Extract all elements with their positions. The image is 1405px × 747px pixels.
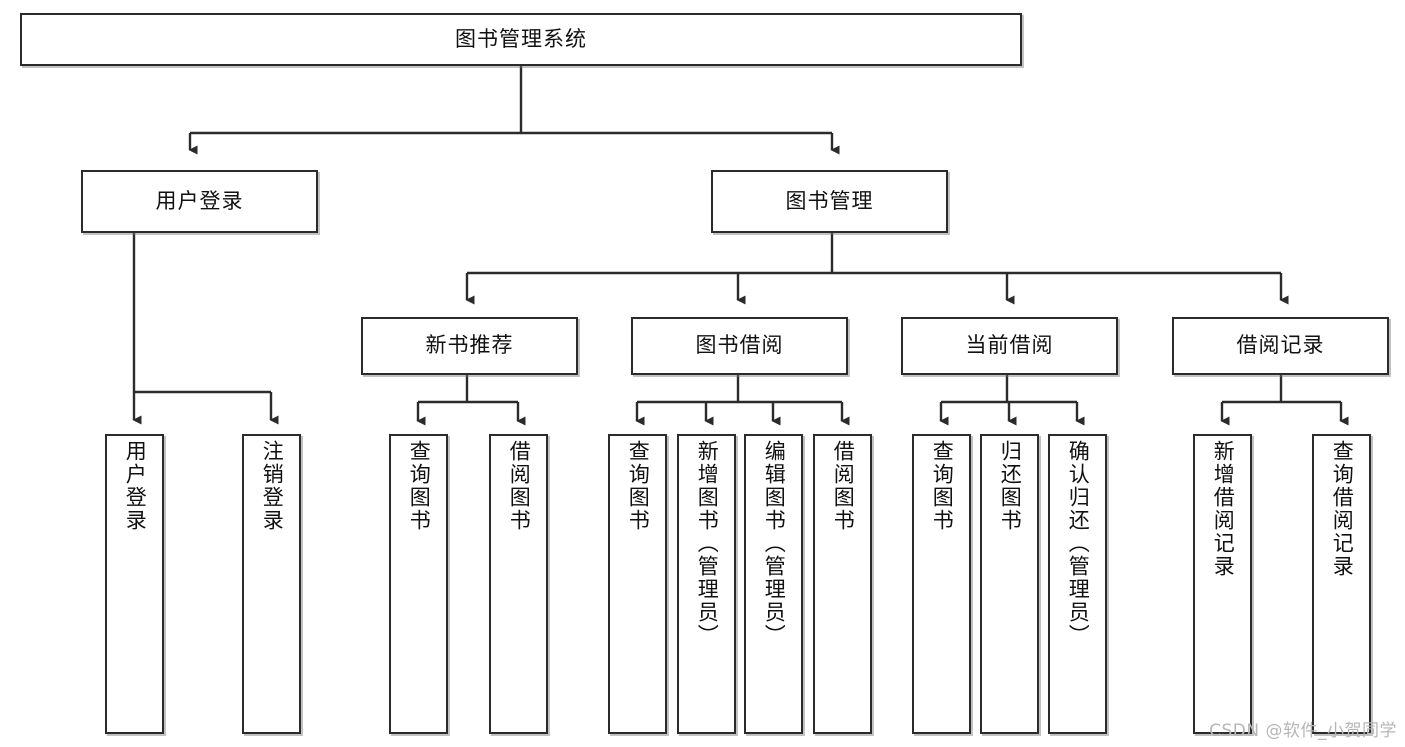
node-new-book-recommend-label: 新书推荐 — [425, 333, 514, 358]
node-borrow-record-label: 借阅记录 — [1236, 333, 1325, 358]
node-leaf-borrowrecord-add-record[interactable]: 新增借阅记录 — [1193, 434, 1252, 734]
node-leaf-currentborrow-return-book[interactable]: 归还图书 — [980, 434, 1039, 734]
node-leaf-bookborrow-add-book[interactable]: 新增图书（管理员） — [677, 434, 736, 734]
node-leaf-bookborrow-edit-book[interactable]: 编辑图书（管理员） — [744, 434, 803, 734]
node-leaf-borrowrecord-query-record-label: 查询借阅记录 — [1330, 440, 1355, 578]
node-leaf-bookborrow-add-book-label: 新增图书（管理员） — [695, 440, 720, 647]
node-leaf-newbook-borrow-book[interactable]: 借阅图书 — [489, 434, 548, 734]
node-leaf-currentborrow-query-book[interactable]: 查询图书 — [912, 434, 971, 734]
node-leaf-bookborrow-query-book-label: 查询图书 — [626, 440, 651, 532]
node-leaf-user-login-label: 用户登录 — [123, 440, 148, 532]
node-book-borrow[interactable]: 图书借阅 — [631, 317, 848, 375]
node-root[interactable]: 图书管理系统 — [20, 13, 1022, 66]
node-borrow-record[interactable]: 借阅记录 — [1172, 317, 1389, 375]
node-leaf-borrowrecord-add-record-label: 新增借阅记录 — [1211, 440, 1236, 578]
node-current-borrow[interactable]: 当前借阅 — [901, 317, 1118, 375]
node-leaf-bookborrow-edit-book-label: 编辑图书（管理员） — [762, 440, 787, 647]
node-leaf-bookborrow-query-book[interactable]: 查询图书 — [608, 434, 667, 734]
node-leaf-currentborrow-query-book-label: 查询图书 — [930, 440, 955, 532]
node-new-book-recommend[interactable]: 新书推荐 — [361, 317, 578, 375]
csdn-watermark: CSDN @软件_小贺同学 — [1209, 721, 1397, 741]
node-leaf-user-login[interactable]: 用户登录 — [105, 434, 164, 734]
node-leaf-newbook-query-book-label: 查询图书 — [407, 440, 432, 532]
node-book-manage[interactable]: 图书管理 — [711, 170, 948, 233]
node-user-login-label: 用户登录 — [155, 188, 244, 213]
node-leaf-bookborrow-borrow-book[interactable]: 借阅图书 — [813, 434, 872, 734]
node-leaf-currentborrow-return-book-label: 归还图书 — [998, 440, 1023, 532]
node-leaf-newbook-query-book[interactable]: 查询图书 — [389, 434, 448, 734]
node-leaf-bookborrow-borrow-book-label: 借阅图书 — [831, 440, 856, 532]
node-leaf-currentborrow-confirm-return-label: 确认归还（管理员） — [1066, 440, 1091, 647]
node-leaf-logout-label: 注销登录 — [260, 440, 285, 532]
node-book-manage-label: 图书管理 — [785, 188, 874, 213]
node-leaf-borrowrecord-query-record[interactable]: 查询借阅记录 — [1312, 434, 1371, 734]
node-current-borrow-label: 当前借阅 — [965, 333, 1054, 358]
node-book-borrow-label: 图书借阅 — [695, 333, 784, 358]
node-root-label: 图书管理系统 — [455, 26, 587, 51]
node-leaf-logout[interactable]: 注销登录 — [242, 434, 301, 734]
node-leaf-newbook-borrow-book-label: 借阅图书 — [507, 440, 532, 532]
node-user-login[interactable]: 用户登录 — [81, 170, 318, 233]
node-leaf-currentborrow-confirm-return[interactable]: 确认归还（管理员） — [1048, 434, 1107, 734]
